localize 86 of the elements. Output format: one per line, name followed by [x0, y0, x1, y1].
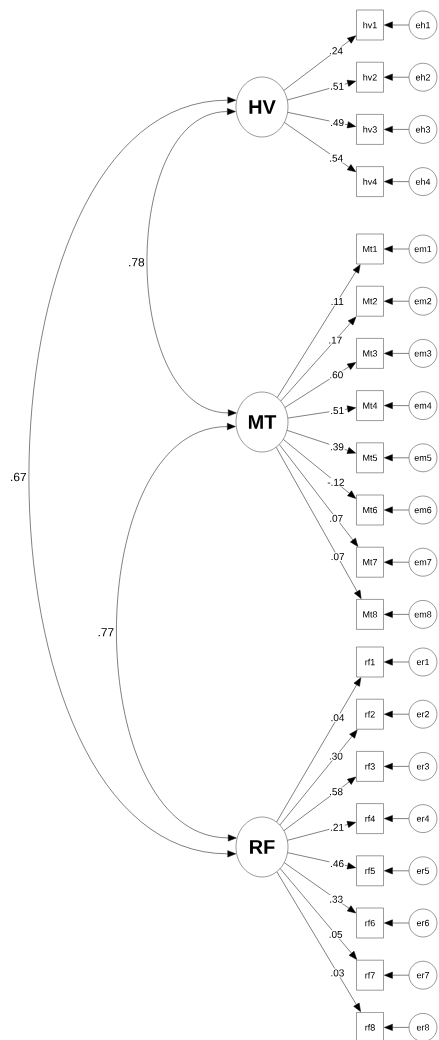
- arrow: [384, 1023, 410, 1031]
- arrow: [384, 349, 410, 357]
- indicator-box: rf1: [356, 646, 384, 678]
- edge-label: .17: [327, 335, 343, 345]
- arrow: [284, 862, 356, 914]
- double-headed-arc: [116, 423, 237, 842]
- indicator-box: Mt7: [356, 547, 384, 578]
- arrow: [283, 776, 356, 831]
- edge-label: .51: [329, 82, 345, 91]
- arrow: [287, 821, 356, 841]
- arrow: [384, 710, 410, 718]
- indicator-box: Mt6: [356, 494, 384, 526]
- edge-label: .07: [329, 552, 346, 561]
- arrow: [384, 178, 410, 186]
- edge-label: .05: [327, 930, 344, 939]
- arrow: [384, 815, 410, 823]
- arrow: [384, 658, 410, 666]
- double-headed-arc: [146, 108, 237, 417]
- arrow: [384, 73, 410, 81]
- arrow: [384, 454, 410, 462]
- arrow: [384, 245, 410, 253]
- indicator-box: rf2: [356, 699, 384, 730]
- arrow: [384, 971, 410, 979]
- edge-label: .54: [328, 154, 344, 163]
- edge-label: .77: [98, 628, 114, 637]
- arrow: [384, 402, 410, 410]
- arrow: [384, 21, 410, 29]
- arrow: [283, 439, 356, 499]
- edge-label: .04: [329, 713, 346, 723]
- edge-label: .24: [328, 46, 344, 56]
- edge-label: .03: [329, 968, 346, 978]
- arrow: [279, 444, 359, 547]
- indicator-box: hv2: [356, 62, 384, 93]
- arrow: [284, 362, 356, 408]
- arrow: [287, 112, 356, 129]
- indicator-box: Mt1: [356, 233, 384, 265]
- indicator-box: Mt3: [356, 338, 384, 369]
- edge-label: .11: [329, 297, 345, 306]
- edge-label: .49: [329, 118, 345, 127]
- edge-label: .39: [329, 442, 345, 452]
- indicator-box: Mt4: [356, 390, 384, 421]
- arrow: [384, 867, 410, 875]
- arrow: [384, 125, 410, 133]
- indicator-box: rf3: [356, 751, 384, 782]
- indicator-box: rf5: [356, 855, 384, 886]
- arrow: [384, 297, 410, 305]
- edge-label: .78: [129, 258, 145, 267]
- arrow: [384, 558, 410, 566]
- arrow: [287, 80, 356, 101]
- indicator-box: rf4: [356, 803, 384, 834]
- arrow: [384, 506, 410, 514]
- arrow: [384, 762, 410, 770]
- indicator-box: rf8: [356, 1012, 384, 1040]
- arrow: [276, 677, 362, 823]
- indicator-box: rf7: [356, 960, 384, 991]
- edge-label: .33: [328, 894, 344, 904]
- edge-label: .51: [329, 406, 345, 415]
- arrow: [276, 447, 362, 599]
- indicator-box: hv3: [356, 114, 384, 145]
- arrow: [280, 316, 357, 402]
- indicator-box: Mt8: [356, 599, 384, 630]
- arrow: [284, 122, 356, 172]
- edge-label: .67: [11, 472, 26, 482]
- arrow: [287, 405, 356, 419]
- edge-label: -.12: [326, 477, 346, 487]
- edge-label: .58: [328, 787, 344, 797]
- arrow: [276, 871, 361, 1012]
- arrow: [280, 868, 357, 960]
- edge-label: .30: [328, 751, 344, 761]
- indicator-box: rf6: [356, 907, 384, 939]
- indicator-box: hv4: [356, 166, 384, 197]
- indicator-box: Mt2: [356, 286, 384, 317]
- arrow: [287, 852, 356, 870]
- double-headed-arc: [28, 96, 237, 858]
- arrow: [279, 729, 358, 826]
- arrow: [286, 430, 356, 454]
- edge-label: .07: [328, 514, 344, 523]
- indicator-box: Mt5: [356, 442, 384, 473]
- edge-label: .60: [328, 370, 345, 380]
- edge-label: .46: [329, 859, 345, 868]
- arrow: [384, 610, 410, 618]
- edge-label: .21: [329, 823, 345, 832]
- arrow: [283, 35, 356, 91]
- arrow: [384, 919, 410, 927]
- indicator-box: hv1: [356, 9, 384, 41]
- arrow: [277, 264, 361, 398]
